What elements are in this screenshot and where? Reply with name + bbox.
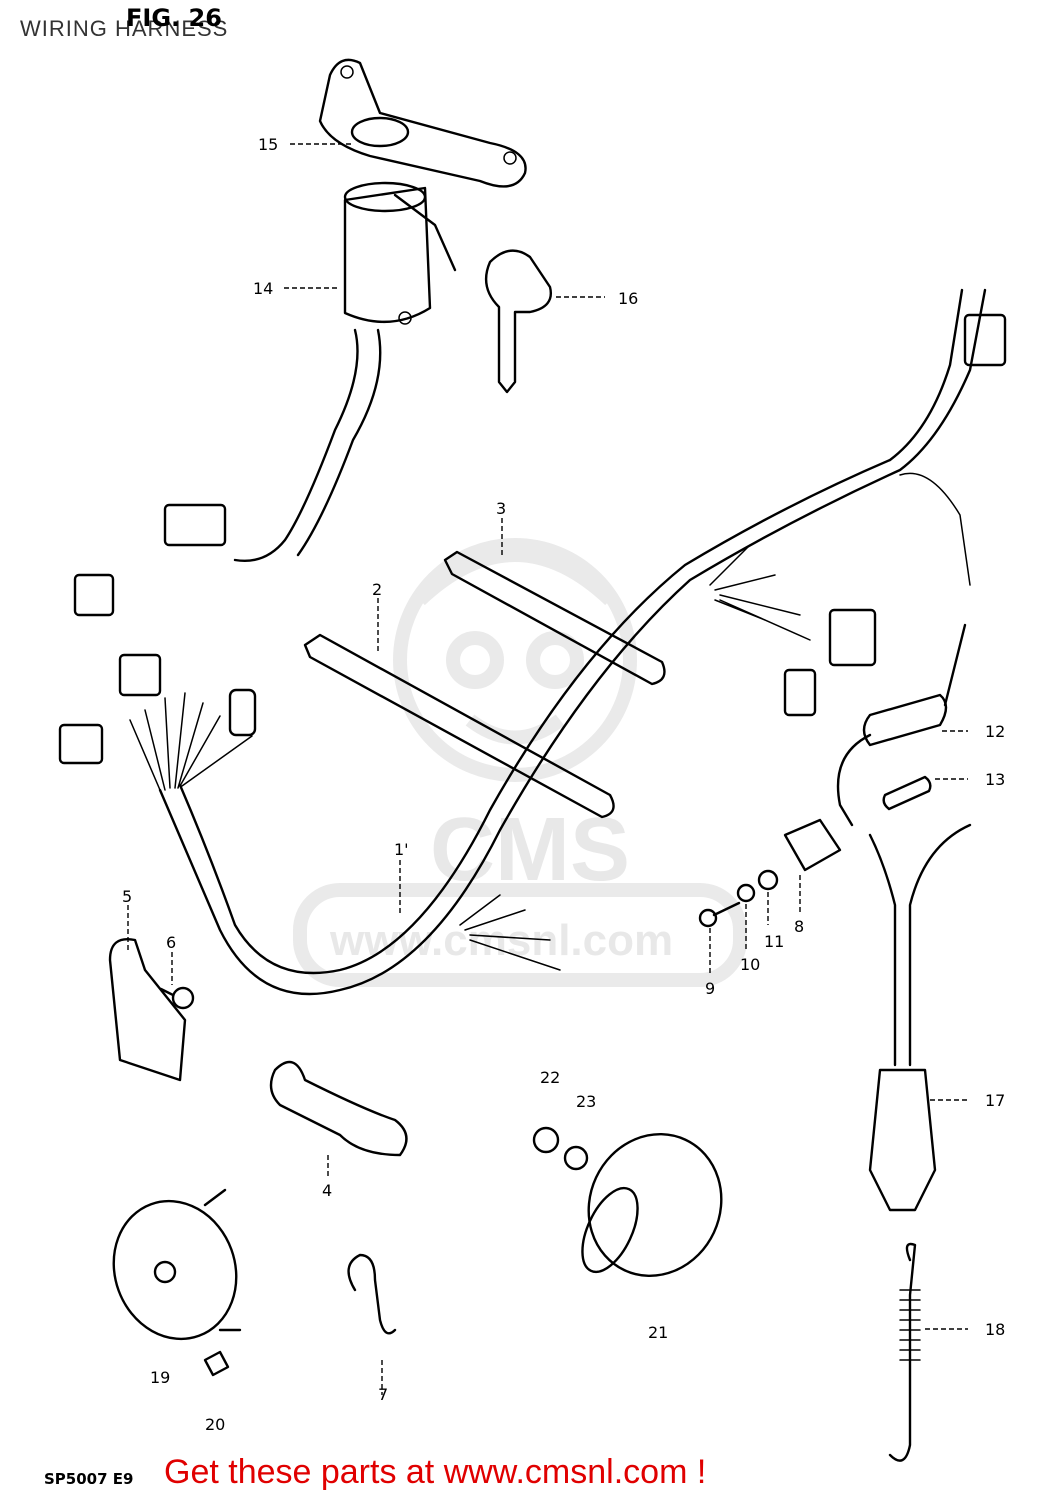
label-3: 3 (496, 499, 506, 518)
part-7-clip[interactable] (347, 1253, 397, 1395)
label-15: 15 (258, 135, 278, 154)
label-4: 4 (322, 1181, 332, 1200)
label-23: 23 (576, 1092, 596, 1111)
part-23-washer[interactable] (563, 1145, 589, 1171)
part-14-ignition-switch[interactable] (163, 181, 457, 562)
label-11: 11 (764, 932, 784, 951)
label-2: 2 (372, 580, 382, 599)
label-1: 1' (394, 840, 409, 859)
part-13-fuse[interactable] (882, 775, 968, 811)
part-12-fuse-holder[interactable] (836, 623, 968, 827)
drawing-code: SP5007 E9 (44, 1470, 134, 1488)
label-7: 7 (378, 1385, 388, 1404)
part-11-washer[interactable] (757, 869, 779, 925)
label-10: 10 (740, 955, 760, 974)
part-2-band[interactable] (303, 598, 615, 819)
watermark-text-site: www.cmsnl.com (329, 916, 673, 965)
label-20: 20 (205, 1415, 225, 1434)
label-16: 16 (618, 289, 638, 308)
part-1-wiring-harness[interactable] (58, 288, 1007, 996)
part-9-screw[interactable] (698, 901, 741, 975)
part-20-screw[interactable] (203, 1350, 230, 1377)
part-16-key[interactable] (484, 249, 605, 394)
label-12: 12 (985, 722, 1005, 741)
label-9: 9 (705, 979, 715, 998)
page-caption: WIRING HARNESS (20, 16, 229, 41)
footer-cta-link[interactable]: Get these parts at www.cmsnl.com ! (164, 1453, 707, 1491)
label-8: 8 (794, 917, 804, 936)
label-19: 19 (150, 1368, 170, 1387)
part-22-nut[interactable] (532, 1126, 560, 1154)
part-21-horn[interactable] (566, 1112, 745, 1297)
part-15-bracket[interactable] (290, 58, 527, 188)
label-21: 21 (648, 1323, 668, 1342)
part-10-washer[interactable] (736, 883, 756, 950)
part-8-relay[interactable] (783, 818, 842, 912)
watermark-text-main: CMS (430, 800, 630, 900)
part-5-bracket[interactable] (108, 905, 187, 1082)
figure-label: FIG. 26 (126, 4, 222, 32)
part-6-screw[interactable] (159, 952, 195, 1010)
part-4-clamp[interactable] (269, 1060, 408, 1178)
part-17-switch[interactable] (868, 823, 972, 1212)
part-3-band[interactable] (443, 518, 666, 686)
label-14: 14 (253, 279, 273, 298)
label-22: 22 (540, 1068, 560, 1087)
watermark-logo: CMS www.cmsnl.com (293, 538, 747, 987)
part-number-labels: 15 14 16 3 2 1' 12 13 8 11 10 9 5 6 17 2… (122, 135, 1005, 1434)
label-13: 13 (985, 770, 1005, 789)
label-17: 17 (985, 1091, 1005, 1110)
label-5: 5 (122, 887, 132, 906)
part-19-horn[interactable] (95, 1184, 256, 1357)
label-6: 6 (166, 933, 176, 952)
part-18-spring[interactable] (888, 1242, 968, 1462)
label-18: 18 (985, 1320, 1005, 1339)
